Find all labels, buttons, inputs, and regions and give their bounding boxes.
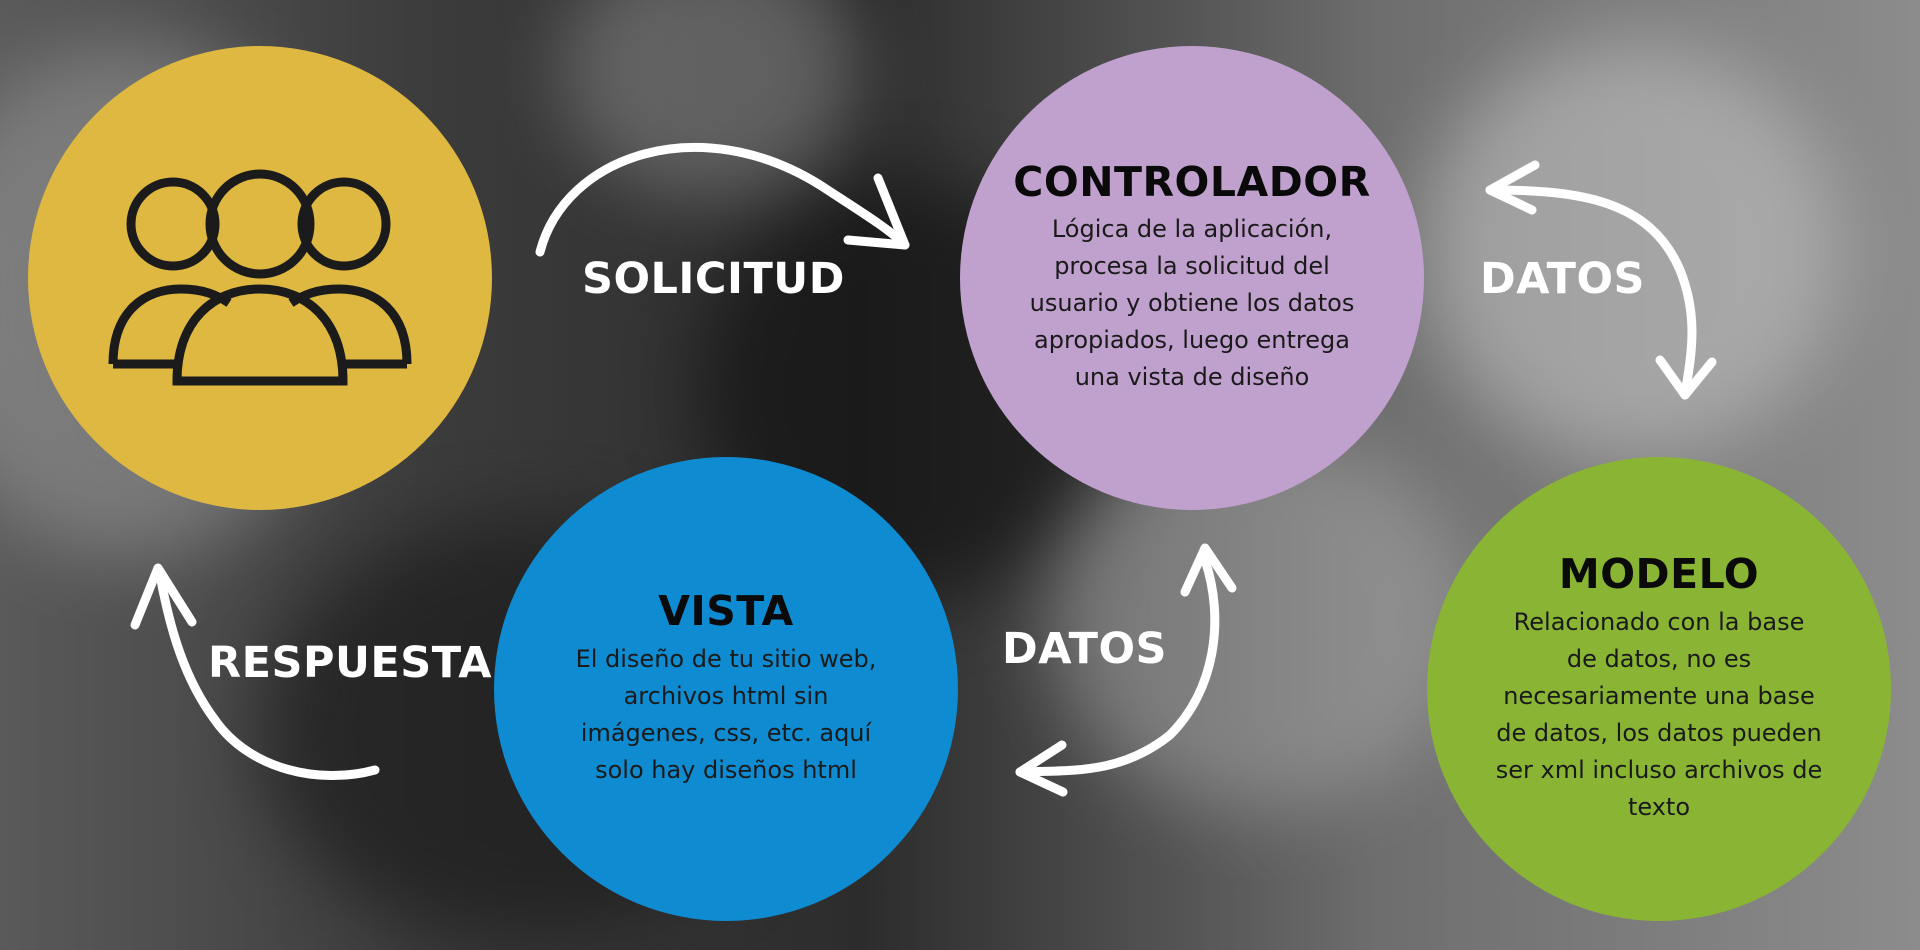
label-datos-top: DATOS	[1480, 254, 1645, 304]
controller-node: CONTROLADOR Lógica de la aplicación, pro…	[960, 46, 1424, 510]
controller-title: CONTROLADOR	[1013, 157, 1371, 206]
arrow-datos-bottom	[1015, 555, 1220, 777]
controller-description: Lógica de la aplicación, procesa la soli…	[1029, 215, 1355, 392]
model-description: Relacionado con la base de datos, no es …	[1495, 607, 1823, 821]
label-datos-bottom: DATOS	[1002, 624, 1167, 674]
users-node	[28, 46, 492, 510]
model-node: MODELO Relacionado con la base de datos,…	[1427, 457, 1891, 921]
arrow-respuesta-head	[130, 563, 197, 630]
model-title: MODELO	[1558, 550, 1760, 599]
view-node: VISTA El diseño de tu sitio web, archivo…	[494, 457, 958, 921]
label-solicitud: SOLICITUD	[582, 254, 845, 304]
arrow-datos-top-head-start	[1485, 160, 1540, 215]
arrow-solicitud	[535, 142, 910, 257]
arrow-datos-bottom-head-end	[1015, 740, 1068, 797]
arrow-datos-top-head-end	[1655, 355, 1717, 400]
view-description: El diseño de tu sitio web, archivos html…	[575, 644, 877, 784]
view-title: VISTA	[658, 587, 794, 636]
arrow-solicitud-head	[843, 173, 910, 250]
users-group-icon	[105, 161, 415, 395]
arrow-datos-top	[1485, 185, 1697, 400]
label-respuesta: RESPUESTA	[208, 638, 492, 688]
arrow-respuesta	[155, 570, 380, 780]
arrow-datos-bottom-head-start	[1180, 543, 1237, 597]
